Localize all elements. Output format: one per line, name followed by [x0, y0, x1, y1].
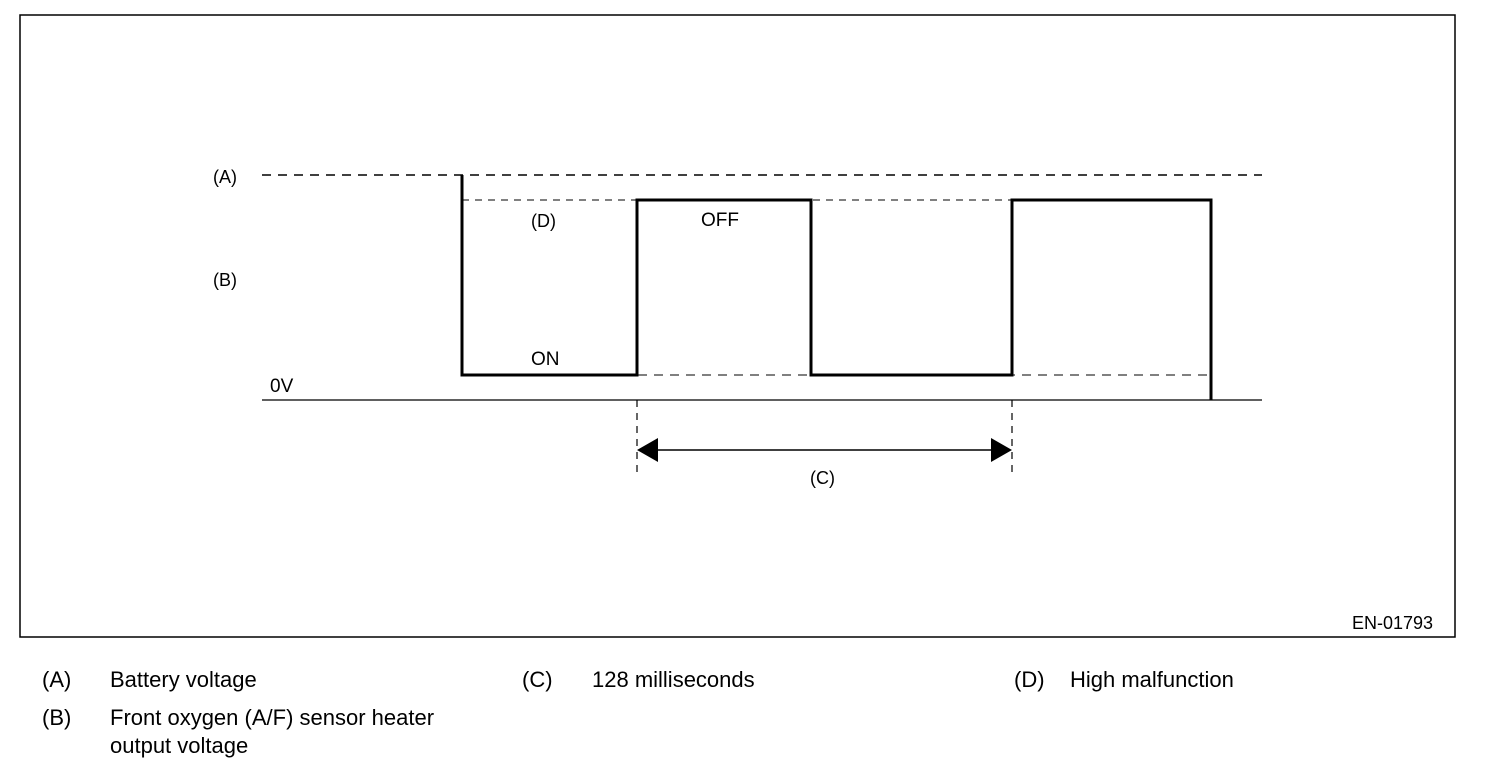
- legend-text-a: Battery voltage: [110, 667, 257, 692]
- legend-key-c: (C): [522, 667, 553, 692]
- label-off: OFF: [701, 210, 739, 231]
- legend-key-d: (D): [1014, 667, 1045, 692]
- legend-text-d: High malfunction: [1070, 667, 1234, 692]
- heater-output-waveform: [460, 175, 1213, 400]
- legend-key-b: (B): [42, 705, 72, 730]
- legend-text-c: 128 milliseconds: [592, 667, 755, 692]
- period-arrow-right-head: [991, 438, 1012, 462]
- diagram-border: [19, 14, 1456, 638]
- label-on: ON: [531, 349, 560, 370]
- waveform-diagram: (A) (B) (D) OFF ON 0V (C) EN-01793: [19, 14, 1456, 638]
- label-a: (A): [213, 167, 237, 187]
- legend-text-b-line2: output voltage: [110, 733, 249, 758]
- diagram-frame: (A) (B) (D) OFF ON 0V (C) EN-01793: [19, 14, 1456, 638]
- label-b: (B): [213, 270, 237, 290]
- figure-id: EN-01793: [1352, 613, 1433, 633]
- label-d: (D): [531, 211, 556, 231]
- label-c: (C): [810, 468, 835, 488]
- legend-key-a: (A): [42, 667, 72, 692]
- label-zero-volt: 0V: [270, 376, 294, 397]
- period-arrow-left-head: [637, 438, 658, 462]
- legend-text-b-line1: Front oxygen (A/F) sensor heater: [110, 705, 435, 730]
